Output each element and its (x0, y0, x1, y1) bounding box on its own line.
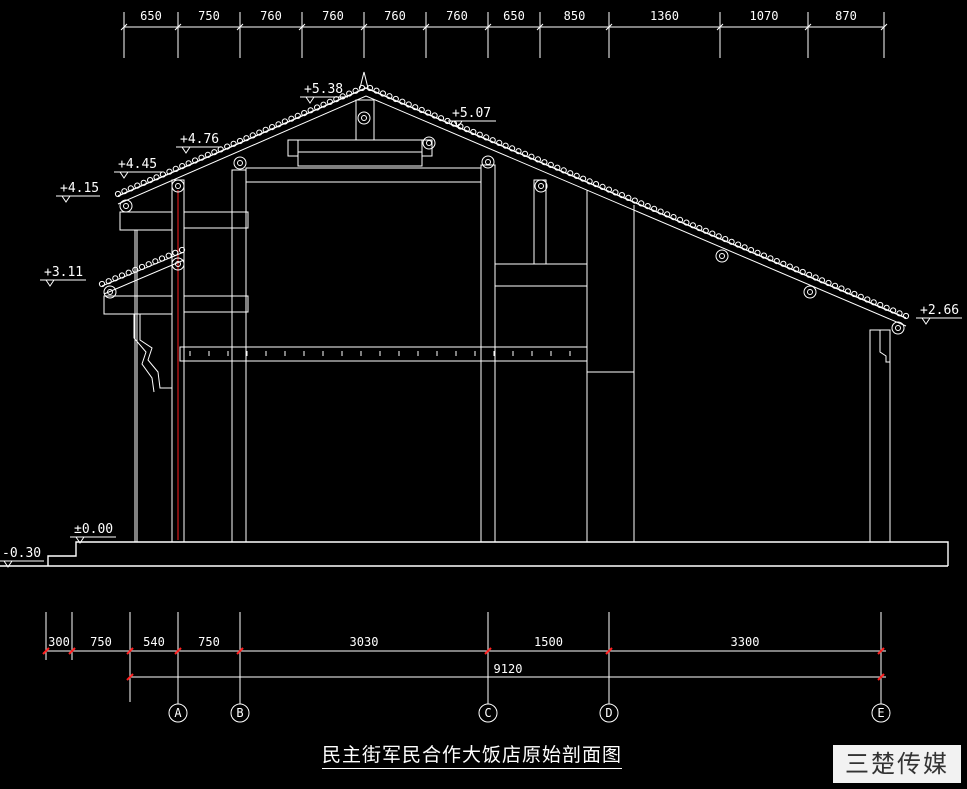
overall-dimension-label: 9120 (494, 662, 523, 676)
bottom-dimension-label: 1500 (534, 635, 563, 649)
top-dimension-label: 760 (384, 9, 406, 23)
axis-bubble-B: B (230, 702, 250, 723)
level-right-eave-text: +2.66 (920, 303, 959, 318)
level-eave-lower: +3.11 (40, 265, 86, 287)
axis-label: E (877, 706, 884, 720)
roof (98, 71, 910, 327)
axis-bubble-A: A (168, 702, 188, 723)
truss-beams (103, 99, 890, 393)
bottom-dimension-label: 300 (48, 635, 70, 649)
purlin-icon (481, 155, 495, 169)
level-eave-lower-text: +3.11 (44, 265, 83, 280)
bottom-dimension-label: 3300 (731, 635, 760, 649)
level-right-eave: +2.66 (916, 303, 962, 325)
bottom-dimension-label: 3030 (350, 635, 379, 649)
level-outside: -0.30 (0, 546, 44, 568)
level-outside-text: -0.30 (2, 546, 41, 561)
level-ground-text: ±0.00 (74, 522, 113, 537)
level-markers: +5.38 +5.07 +4.76 +4.45 +4.15 +3.11 +2.6… (0, 82, 962, 568)
top-dimension-label: 1360 (650, 9, 679, 23)
ground-line (0, 541, 949, 567)
level-right-roof: +5.07 (448, 106, 496, 128)
purlin-icon (119, 199, 133, 213)
level-eave-upper-text: +4.45 (118, 157, 157, 172)
level-ground: ±0.00 (70, 522, 116, 544)
top-dimension-label: 1070 (750, 9, 779, 23)
purlins (103, 111, 905, 335)
purlin-icon (171, 257, 185, 271)
level-eave-upper-low: +4.15 (56, 181, 100, 203)
purlin-icon (422, 136, 436, 150)
bottom-dimension-chain: 300 750 540 750 3030 1500 3300 9120 (42, 612, 886, 702)
top-dimension-label: 850 (564, 9, 586, 23)
purlin-icon (715, 249, 729, 263)
purlin-icon (534, 179, 548, 193)
level-ridge: +5.38 (300, 82, 348, 104)
axis-bubble-C: C (478, 702, 498, 723)
top-dimension-label: 650 (503, 9, 525, 23)
axis-bubbles: A B C D E (168, 702, 891, 723)
top-dimension-label: 760 (260, 9, 282, 23)
bottom-dimension-label: 540 (143, 635, 165, 649)
purlin-icon (171, 179, 185, 193)
purlin-icon (233, 156, 247, 170)
purlin-icon (103, 285, 117, 299)
axis-label: A (174, 706, 182, 720)
axis-bubble-E: E (871, 702, 891, 723)
level-right-roof-text: +5.07 (452, 106, 491, 121)
purlin-icon (357, 111, 371, 125)
level-eave-upper: +4.45 (114, 157, 162, 179)
axis-label: B (236, 706, 243, 720)
purlin-icon (803, 285, 817, 299)
axis-label: C (484, 706, 491, 720)
axis-bubble-D: D (599, 702, 619, 723)
top-dimension-label: 870 (835, 9, 857, 23)
top-dimension-label: 750 (198, 9, 220, 23)
second-floor-beam (179, 346, 588, 362)
top-dimension-label: 760 (322, 9, 344, 23)
bottom-dimension-label: 750 (90, 635, 112, 649)
level-ridge-text: +5.38 (304, 82, 343, 97)
level-upper-left: +4.76 (176, 132, 222, 154)
level-upper-left-text: +4.76 (180, 132, 219, 147)
drawing-title: 民主街军民合作大饭店原始剖面图 (322, 740, 623, 769)
top-dimension-chain: 650 750 760 760 760 760 650 850 1360 1070 870 (120, 9, 888, 58)
level-eave-upper-low-text: +4.15 (60, 181, 99, 196)
bottom-dimension-label: 750 (198, 635, 220, 649)
top-dimension-label: 650 (140, 9, 162, 23)
top-dimension-label: 760 (446, 9, 468, 23)
purlin-icon (891, 321, 905, 335)
axis-label: D (605, 706, 612, 720)
watermark-logo: 三楚传媒 (833, 745, 961, 783)
